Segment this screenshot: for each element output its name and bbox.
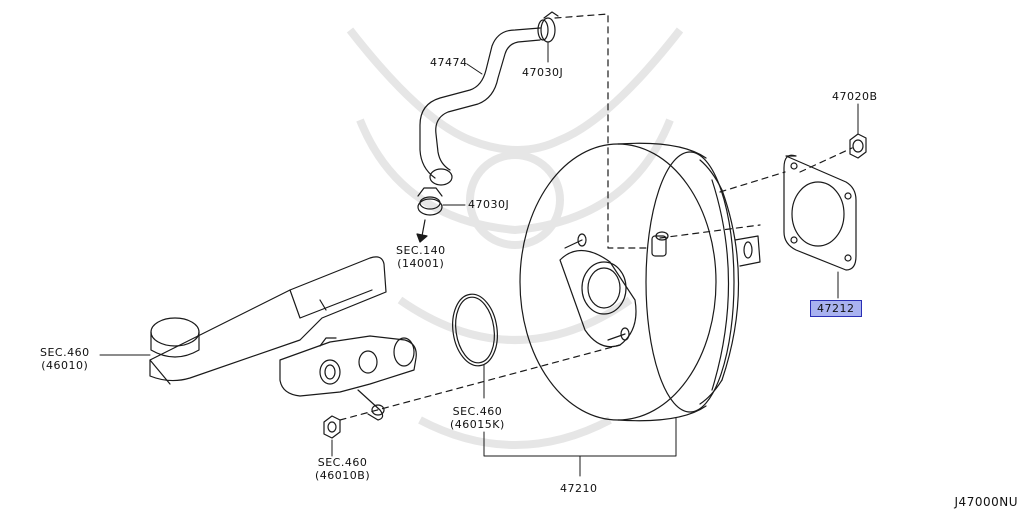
label-47030j-top: 47030J (522, 66, 564, 79)
label-sec460-left-ref: (46010) (41, 359, 89, 372)
label-sec460-nut: SEC.460 (46010B) (315, 456, 370, 482)
watermark-emblem (350, 30, 680, 445)
label-sec460-ring-ref: (46015K) (450, 418, 505, 431)
hose-clamp-bottom (418, 188, 442, 215)
master-cylinder-nut (324, 416, 340, 438)
flange-nut-top (850, 134, 866, 158)
gasket-plate (784, 155, 856, 270)
o-ring (448, 291, 502, 368)
label-sec460-ring-title: SEC.460 (452, 405, 503, 418)
label-sec140: SEC.140 (14001) (396, 244, 446, 270)
label-sec460-ring: SEC.460 (46015K) (450, 405, 505, 431)
callout-leaders (100, 42, 858, 476)
brake-booster (520, 143, 760, 420)
dashed-guide-lines (340, 14, 852, 420)
label-47030j-bottom: 47030J (468, 198, 510, 211)
hose-clamp-top (538, 12, 558, 42)
label-sec460-nut-ref: (46010B) (315, 469, 371, 482)
label-47020b: 47020B (832, 90, 878, 103)
label-sec460-left: SEC.460 (46010) (40, 346, 90, 372)
label-sec140-title: SEC.140 (396, 244, 446, 257)
label-47474: 47474 (430, 56, 468, 69)
label-sec140-ref: (14001) (397, 257, 445, 270)
master-cylinder (150, 257, 416, 420)
label-47212-highlighted[interactable]: 47212 (810, 300, 862, 317)
diagram-code: J47000NU (954, 495, 1018, 509)
arrow-down-icon (417, 220, 427, 242)
vacuum-hose (420, 28, 540, 185)
label-sec460-nut-title: SEC.460 (317, 456, 368, 469)
label-47210: 47210 (560, 482, 598, 495)
label-sec460-left-title: SEC.460 (40, 346, 90, 359)
